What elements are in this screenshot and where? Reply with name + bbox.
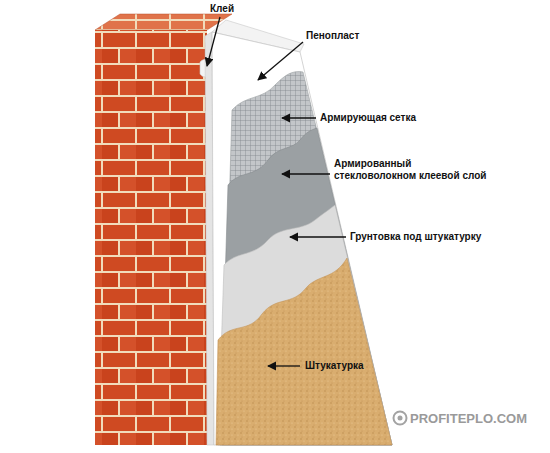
leader-arrow — [290, 236, 346, 237]
plaster-layer — [216, 258, 392, 445]
watermark-icon — [394, 412, 407, 425]
leader-arrow — [282, 117, 316, 118]
part-label: Клей — [210, 3, 234, 15]
brick-wall — [95, 30, 207, 445]
leader-arrow — [258, 42, 303, 80]
part-label: Армированный стекловолокном клеевой слой — [334, 158, 494, 182]
leader-arrow — [268, 365, 300, 366]
watermark: PROFITEPLO.COM — [410, 411, 527, 426]
watermark-icon — [398, 416, 403, 421]
part-label: Армирующая сетка — [320, 112, 416, 124]
leader-arrow — [207, 17, 220, 66]
part-label: Пенопласт — [306, 30, 359, 42]
leader-arrow — [282, 173, 330, 174]
part-label: Грунтовка под штукатурку — [350, 231, 481, 243]
wall-top — [95, 14, 232, 30]
part-label: Штукатурка — [305, 360, 364, 372]
